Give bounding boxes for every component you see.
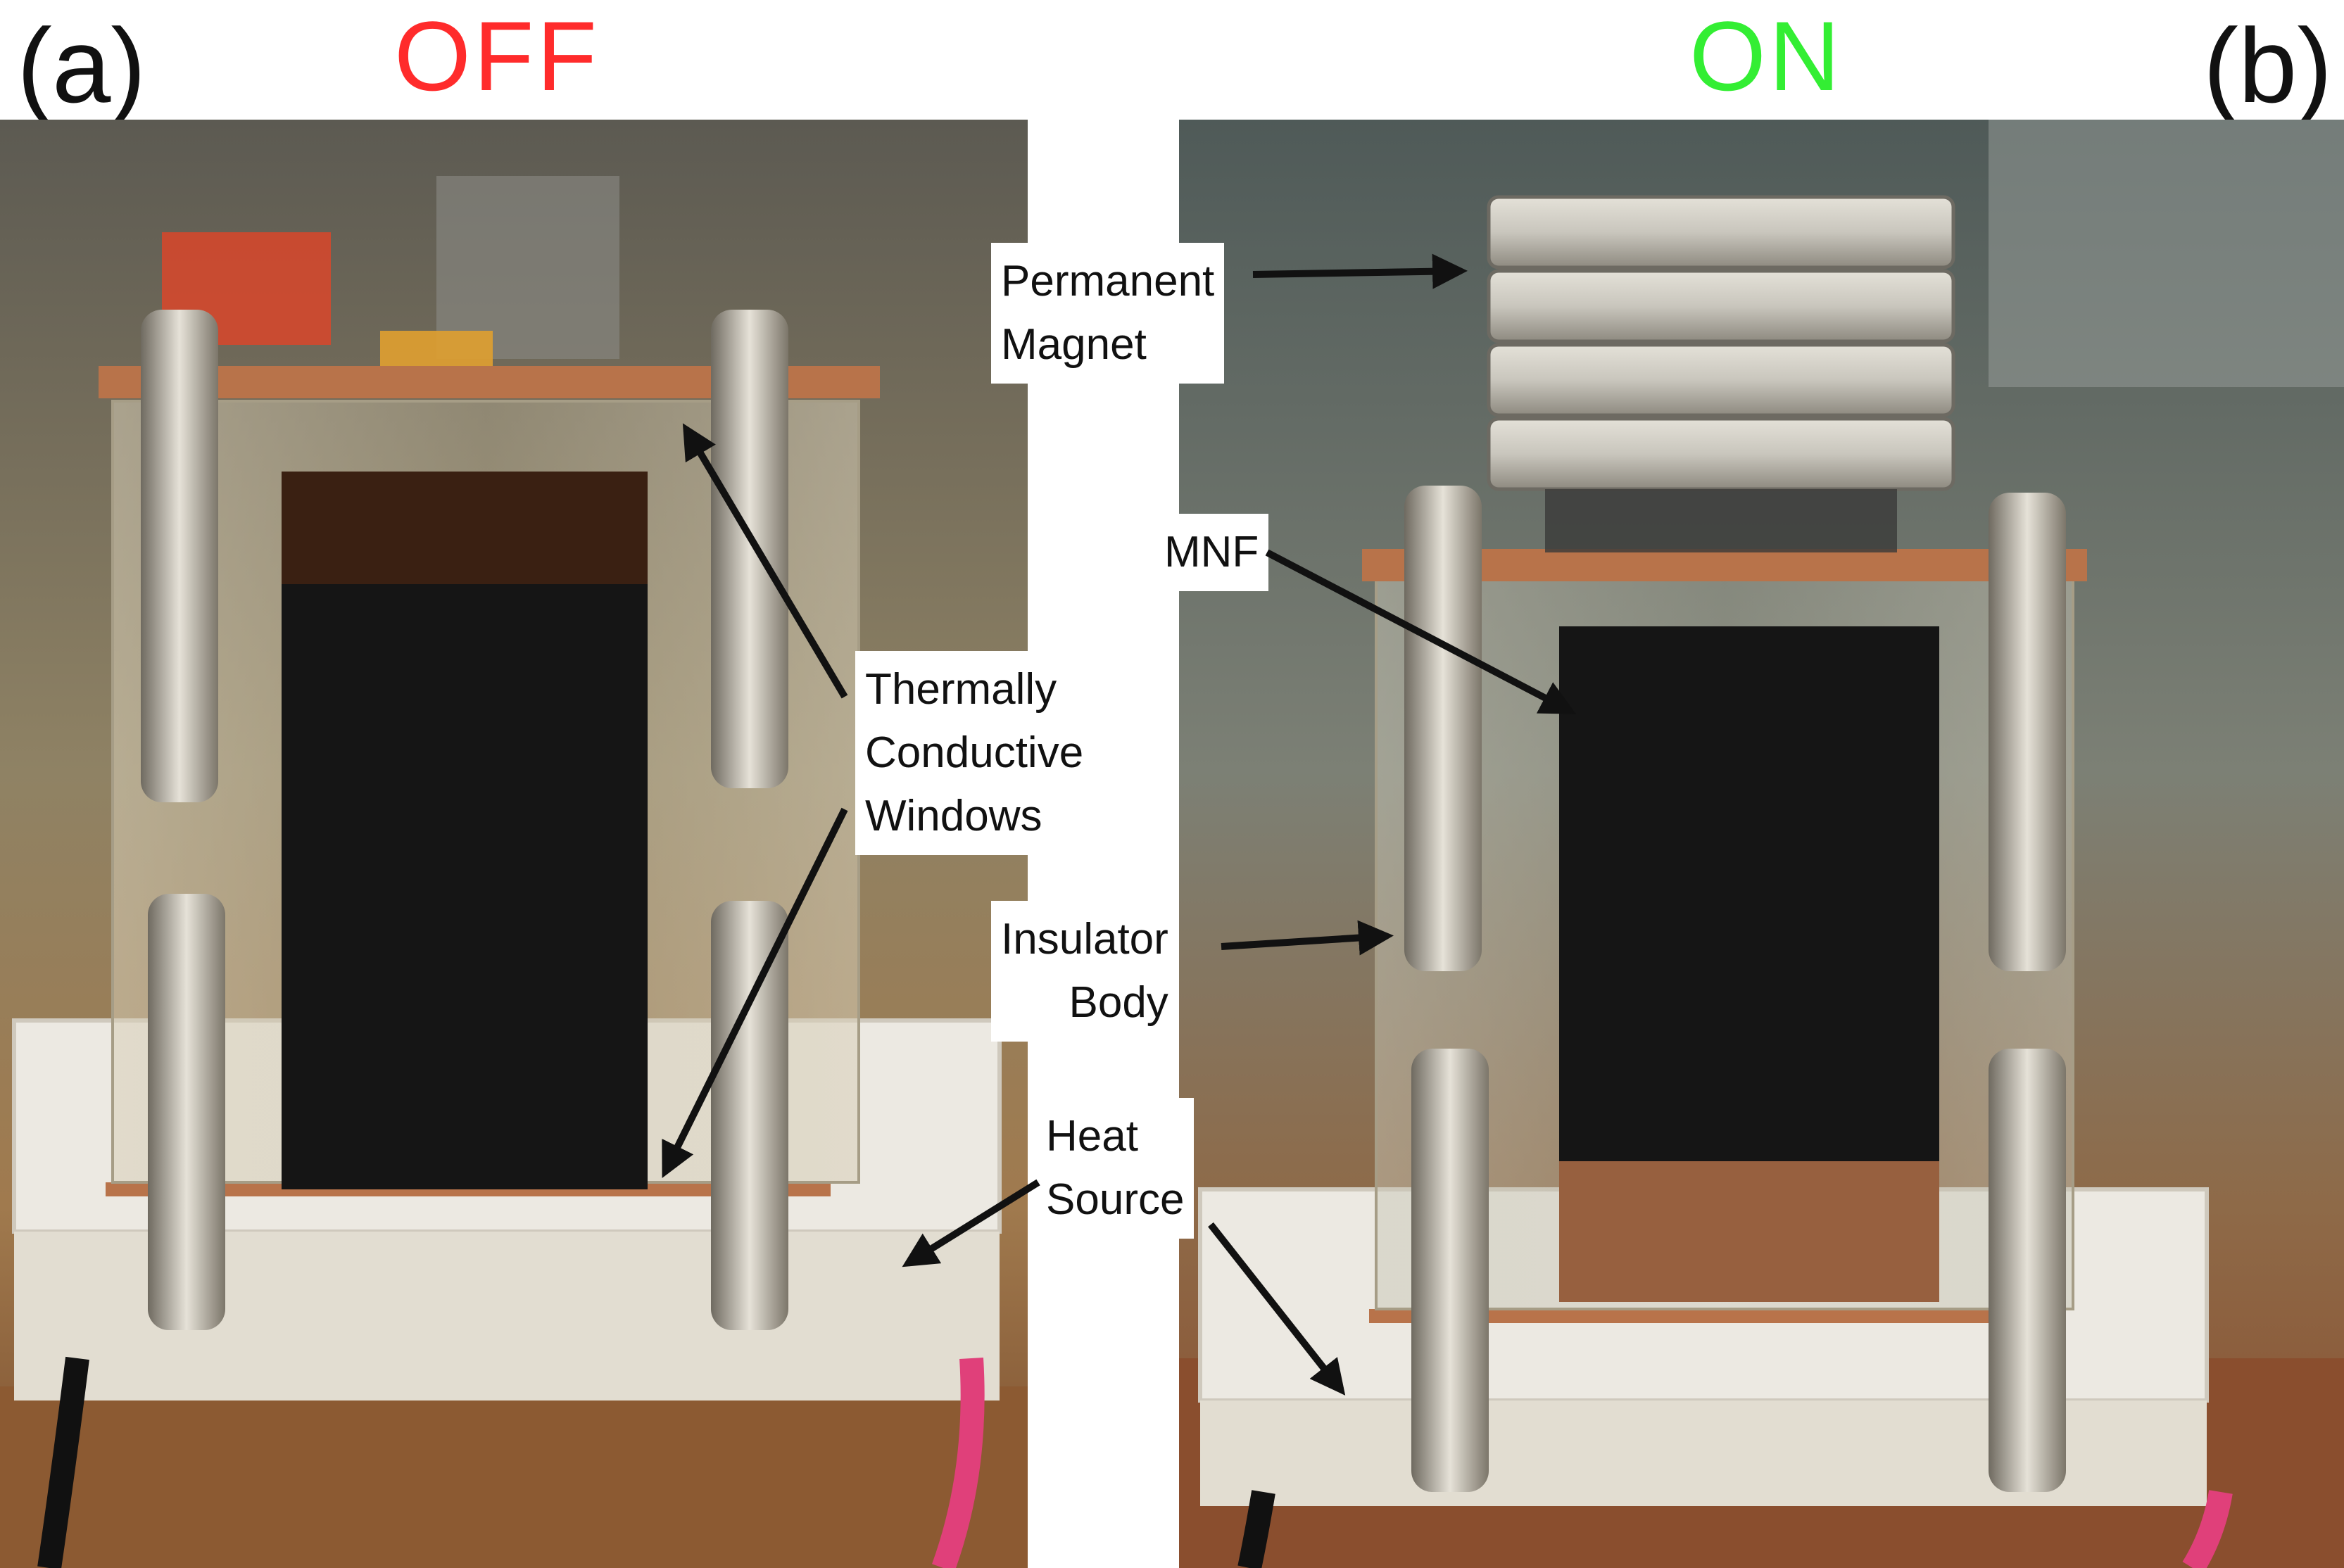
label-heat-source: Heat Source xyxy=(1036,1098,1195,1239)
background-monitor xyxy=(436,176,619,359)
label-line: Insulator xyxy=(1001,915,1168,963)
magnet-slab-2 xyxy=(1487,269,1955,343)
bolt-bottom-left xyxy=(148,894,225,1330)
label-line: Source xyxy=(1046,1175,1185,1224)
label-line: Windows xyxy=(865,791,1042,840)
magnet-slab-1 xyxy=(1487,195,1955,270)
magnet-slab-4 xyxy=(1487,417,1955,491)
label-line: Heat xyxy=(1046,1112,1138,1161)
bolt-top-right xyxy=(711,310,788,788)
label-line: MNF xyxy=(1164,528,1259,576)
bottom-copper-window xyxy=(1369,1309,2066,1323)
photo-on-state xyxy=(1179,120,2344,1568)
label-permanent-magnet: Permanent Magnet xyxy=(991,243,1225,384)
label-line: Permanent xyxy=(1001,257,1215,305)
black-wire xyxy=(1237,1490,1275,1568)
cylinder-top-glow xyxy=(282,472,648,584)
panel-a-state-label: OFF xyxy=(394,1,600,111)
panel-b-state-label: ON xyxy=(1689,1,1843,111)
panel-b-letter: (b) xyxy=(2203,6,2333,125)
label-mnf: MNF xyxy=(1154,514,1269,591)
label-line: Magnet xyxy=(1001,320,1147,369)
ferrofluid-cylinder xyxy=(282,472,648,1189)
photo-off-drawing xyxy=(0,120,1028,1568)
label-thermally-conductive-windows: Thermally Conductive Windows xyxy=(855,651,1094,855)
bolt-top-left xyxy=(1404,486,1482,971)
label-line: Thermally xyxy=(865,665,1057,714)
photo-on-drawing xyxy=(1179,120,2344,1568)
panel-a-letter: (a) xyxy=(17,6,146,125)
cylinder-copper-base xyxy=(1559,1161,1939,1302)
photo-off-state xyxy=(0,120,1028,1568)
wooden-base xyxy=(0,1386,1028,1568)
background-monitor xyxy=(1989,120,2344,387)
bolt-bottom-left xyxy=(1411,1049,1489,1492)
bolt-top-right xyxy=(1989,493,2066,971)
magnet-slab-3 xyxy=(1487,343,1955,417)
bolt-bottom-right xyxy=(1989,1049,2066,1492)
black-wire xyxy=(37,1356,89,1568)
bolt-top-left xyxy=(141,310,218,802)
label-line: Conductive xyxy=(865,728,1084,777)
label-line: Body xyxy=(1069,978,1168,1027)
bolt-bottom-right xyxy=(711,901,788,1330)
label-insulator-body: Insulator Body xyxy=(991,901,1178,1042)
kapton-tape xyxy=(380,331,493,366)
red-wire xyxy=(2182,1490,2233,1568)
magnet-holder xyxy=(1545,489,1897,552)
red-wire xyxy=(932,1357,985,1568)
